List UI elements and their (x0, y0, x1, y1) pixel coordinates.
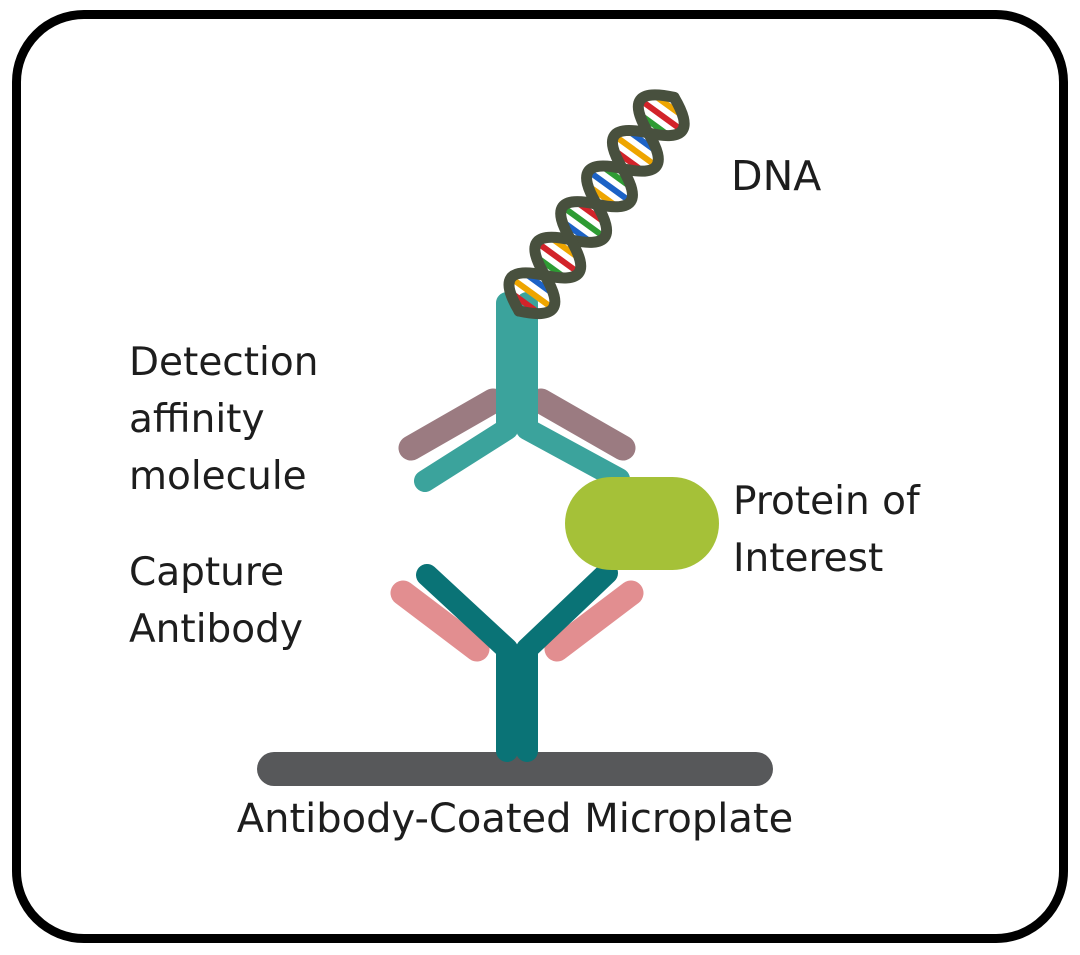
dna-rung (639, 98, 683, 132)
label-protein-of-interest: Protein of Interest (733, 473, 920, 587)
label-antibody-coated-microplate: Antibody-Coated Microplate (236, 796, 794, 842)
capture-antibody-icon (390, 562, 644, 762)
label-dna: DNA (731, 152, 822, 200)
detection-heavy-chain-left (414, 292, 518, 492)
dna-strand-b (503, 91, 690, 317)
capture-heavy-chain-left (416, 564, 518, 762)
capture-heavy-chain-right (516, 562, 618, 762)
dna-rung (613, 134, 657, 168)
label-line: Antibody (129, 607, 303, 652)
dna-rung (536, 241, 580, 275)
label-line: affinity (129, 397, 265, 442)
dna-rung (562, 205, 606, 239)
label-line: Protein of (733, 479, 920, 524)
dna-rung (510, 276, 554, 310)
capture-light-chain-left (390, 580, 490, 662)
dna-rung (587, 169, 632, 203)
dna-helix-icon (503, 89, 690, 320)
protein-blob (565, 477, 719, 570)
label-line: Detection (129, 340, 319, 385)
label-capture-antibody: Capture Antibody (129, 544, 303, 658)
detection-heavy-chain-right (516, 292, 630, 490)
label-detection-affinity-molecule: Detection affinity molecule (129, 334, 318, 505)
detection-light-chain-left (398, 388, 506, 461)
label-line: molecule (129, 454, 307, 499)
label-line: Capture (129, 550, 285, 595)
detection-light-chain-right (528, 388, 636, 461)
detection-antibody-icon (398, 292, 636, 492)
capture-light-chain-right (544, 580, 644, 662)
microplate-bar (257, 752, 773, 786)
label-line: Interest (733, 536, 884, 581)
